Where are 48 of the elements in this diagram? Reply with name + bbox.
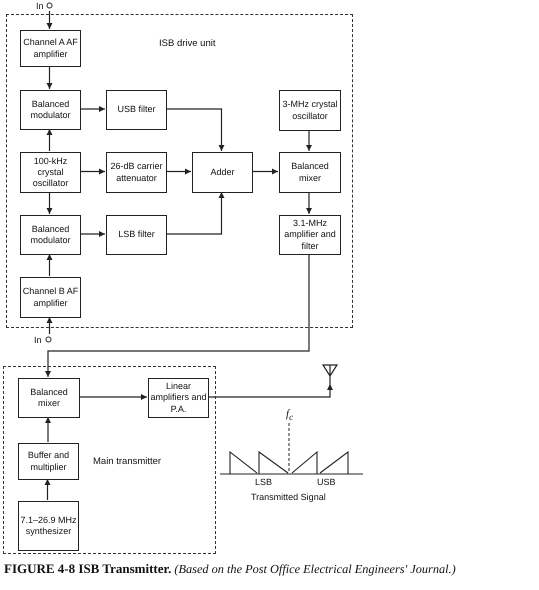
- process-box: USB filter: [106, 90, 167, 130]
- process-box: LSB filter: [106, 215, 167, 255]
- arrow: [46, 317, 52, 334]
- arrow: [79, 394, 147, 400]
- arrow: [252, 168, 278, 174]
- process-box: Balanced mixer: [279, 152, 341, 193]
- process-box: Channel B AF amplifier: [20, 277, 81, 318]
- arrow: [166, 108, 224, 151]
- terminal-label: In: [34, 334, 42, 344]
- arrow: [80, 106, 105, 112]
- arrow: [208, 384, 333, 398]
- process-box: 3-MHz crystal oscillator: [279, 90, 341, 131]
- arrow: [44, 479, 50, 500]
- arrow: [306, 130, 312, 151]
- process-box: 26-dB carrier attenuator: [106, 152, 167, 193]
- arrow: [46, 129, 52, 151]
- arrow: [166, 168, 191, 174]
- process-box: Balanced mixer: [18, 378, 80, 418]
- frequency-label: f$_{c}$: [286, 408, 294, 422]
- sideband-label: LSB: [255, 477, 272, 487]
- arrow: [46, 192, 52, 214]
- terminal-label: In: [36, 0, 44, 10]
- process-box: 3.1-MHz amplifier and filter: [279, 215, 341, 255]
- spectrum-caption: Transmitted Signal: [251, 492, 326, 502]
- process-box: Adder: [192, 152, 253, 193]
- dashed-unit-boundary: [6, 14, 353, 328]
- arrow: [306, 192, 312, 214]
- process-box: Buffer and multiplier: [18, 443, 79, 480]
- process-box: 100-kHz crystal oscillator: [20, 152, 81, 193]
- unit-title: ISB drive unit: [159, 38, 216, 49]
- arrow: [166, 192, 224, 235]
- figure-caption: FIGURE 4-8 ISB Transmitter. (Based on the Post Office Electrical Engineers' Journal.): [4, 561, 456, 577]
- arrow: [80, 231, 105, 237]
- antenna-symbol: [322, 364, 338, 385]
- arrow: [45, 417, 51, 442]
- arrow: [46, 66, 52, 89]
- process-box: Channel A AF amplifier: [20, 30, 81, 67]
- process-box: Balanced modulator: [20, 90, 81, 130]
- arrow: [80, 168, 105, 174]
- unit-title: Main transmitter: [93, 456, 162, 467]
- arrow: [46, 254, 52, 276]
- process-box: Balanced modulator: [20, 215, 81, 255]
- process-box: 7.1–26.9 MHz synthesizer: [18, 501, 79, 551]
- process-box: Linear amplifiers and P.A.: [148, 378, 209, 418]
- arrow: [45, 254, 310, 377]
- arrow: [46, 11, 52, 29]
- sideband-label: USB: [317, 477, 336, 487]
- dashed-unit-boundary: [3, 366, 216, 554]
